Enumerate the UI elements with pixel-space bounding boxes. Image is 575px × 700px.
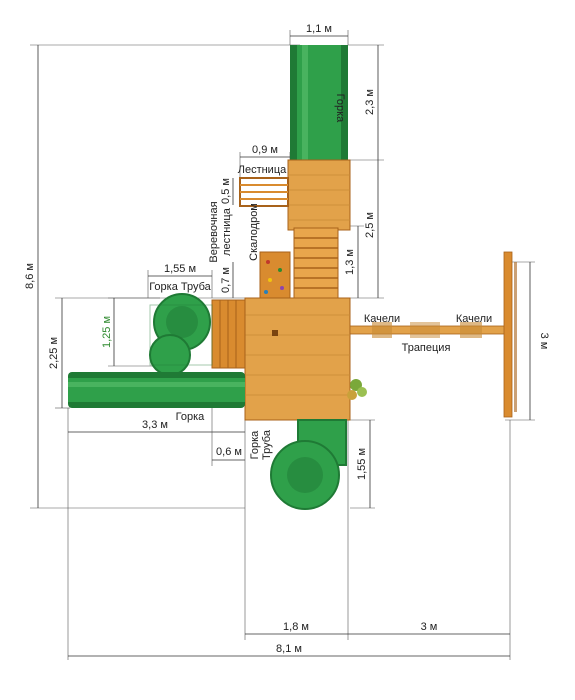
- label-swing-left: Качели: [364, 313, 400, 325]
- dim-total-height: 8,6 м: [24, 263, 36, 289]
- label-slide-bottom: Горка: [176, 411, 206, 423]
- dim-slide-length: 2,3 м: [364, 89, 376, 115]
- label-tube-slide-left: Горка Труба: [149, 281, 211, 293]
- dim-swing-length: 3 м: [421, 621, 438, 633]
- label-trapeze: Трапеция: [402, 342, 451, 354]
- upper-tower: [287, 159, 351, 231]
- dim-tube-bottom: 1,55 м: [356, 448, 368, 480]
- leaf-icon: [347, 379, 367, 400]
- dim-ladder-depth: 0,5 м: [220, 178, 232, 204]
- left-tube-slide: [149, 293, 213, 376]
- label-ladder: Лестница: [238, 164, 287, 176]
- swing-beam: [349, 251, 517, 418]
- label-tube-bottom-1: Горка: [249, 430, 261, 460]
- ladder: [239, 177, 289, 207]
- dim-climbing-wall: 1,3 м: [344, 249, 356, 275]
- dim-rope-ladder: 0,7 м: [220, 267, 232, 293]
- bottom-tube-slide: [270, 419, 347, 510]
- top-slide: [290, 45, 348, 165]
- dim-slide-bottom: 3,3 м: [142, 419, 168, 431]
- label-rope-ladder-2: лестница: [221, 207, 233, 256]
- dim-tube-left-width: 1,55 м: [164, 263, 196, 275]
- dim-left-side: 2,25 м: [48, 337, 60, 369]
- dim-tower-depth: 2,5 м: [364, 212, 376, 238]
- climbing-ramp: [259, 227, 339, 301]
- dim-total-width: 8,1 м: [276, 643, 302, 655]
- rope-ladder: [211, 299, 246, 369]
- bottom-slide: [68, 372, 245, 408]
- dimension-labels: 1,1 м 2,3 м 0,9 м 0,5 м 0,7 м 2,5 м 1,3 …: [24, 23, 550, 655]
- label-slide-top: Горка: [334, 94, 346, 124]
- main-platform: [244, 297, 351, 421]
- dimension-lines: [30, 30, 535, 660]
- labels: Горка Лестница Веревочная лестница Скало…: [149, 94, 492, 460]
- dim-slide-width: 1,1 м: [306, 23, 332, 35]
- dim-swing-beam: 3 м: [538, 333, 550, 350]
- dim-ladder-width: 0,9 м: [252, 144, 278, 156]
- dim-tube-inner: 1,25 м: [101, 316, 113, 348]
- dim-tower-width: 1,8 м: [283, 621, 309, 633]
- dim-offset-small: 0,6 м: [216, 446, 242, 458]
- label-tube-bottom-2: Труба: [261, 429, 273, 460]
- label-rope-ladder-1: Веревочная: [208, 201, 220, 262]
- label-climbing-wall: Скалодром: [248, 203, 260, 261]
- label-swing-right: Качели: [456, 313, 492, 325]
